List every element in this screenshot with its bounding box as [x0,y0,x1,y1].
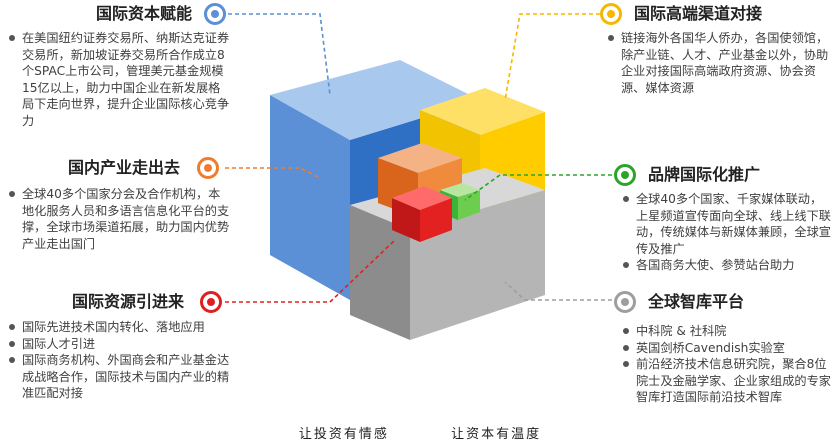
ring-icon [197,157,219,179]
list-item: 国际先进技术国内转化、落地应用 [8,319,230,336]
section-title: 国际资本赋能 [96,4,193,23]
list-item: 各国商务大使、参赞站台助力 [622,257,834,274]
section-items: 中科院 & 社科院 英国剑桥Cavendish实验室 前沿经济技术信息研究院，聚… [622,323,834,406]
list-item: 中科院 & 社科院 [622,323,834,340]
list-item: 在美国纽约证券交易所、纳斯达克证券交易所，新加坡证券交易所合作成立8个SPAC上… [8,30,230,130]
section-title: 全球智库平台 [648,292,745,311]
ring-icon [614,291,636,313]
ring-icon [200,291,222,313]
list-item: 全球40多个国家、千家媒体联动，上星频道宣传面向全球、线上线下联动，传统媒体与新… [622,191,834,257]
section-title: 品牌国际化推广 [648,165,761,184]
section-title: 国际资源引进来 [72,292,185,311]
list-item: 全球40多个国家分会及合作机构，本地化服务人员和多语言信息化平台的支撑，全球市场… [8,186,230,252]
ring-icon [614,164,636,186]
section-items: 链接海外各国华人侨办，各国使领馆，除产业链、人才、产业基金以外，协助企业对接国际… [607,30,833,96]
slogan-left: 让投资有情感 [298,427,389,442]
list-item: 英国剑桥Cavendish实验室 [622,340,834,357]
list-item: 国际商务机构、外国商会和产业基金达成战略合作，国际技术与国内产业的精准匹配对接 [8,352,230,402]
connectors [225,13,612,303]
list-item: 国际人才引进 [8,336,230,353]
ring-icon [204,3,226,25]
red-block [392,186,452,242]
section-title: 国际高端渠道对接 [634,4,763,23]
section-items: 国际先进技术国内转化、落地应用 国际人才引进 国际商务机构、外国商会和产业基金达… [8,319,230,402]
section-items: 全球40多个国家、千家媒体联动，上星频道宣传面向全球、线上线下联动，传统媒体与新… [622,191,834,274]
list-item: 前沿经济技术信息研究院，聚合8位院士及金融学家、企业家组成的专家智库打造国际前沿… [622,356,834,406]
list-item: 链接海外各国华人侨办，各国使领馆，除产业链、人才、产业基金以外，协助企业对接国际… [607,30,833,96]
section-items: 全球40多个国家分会及合作机构，本地化服务人员和多语言信息化平台的支撑，全球市场… [8,186,230,252]
slogan-right: 让资本有温度 [451,427,542,442]
section-title: 国内产业走出去 [68,158,181,177]
ring-icon [600,3,622,25]
section-items: 在美国纽约证券交易所、纳斯达克证券交易所，新加坡证券交易所合作成立8个SPAC上… [8,30,230,130]
footer-slogan: 让投资有情感 让资本有温度 [0,423,840,442]
